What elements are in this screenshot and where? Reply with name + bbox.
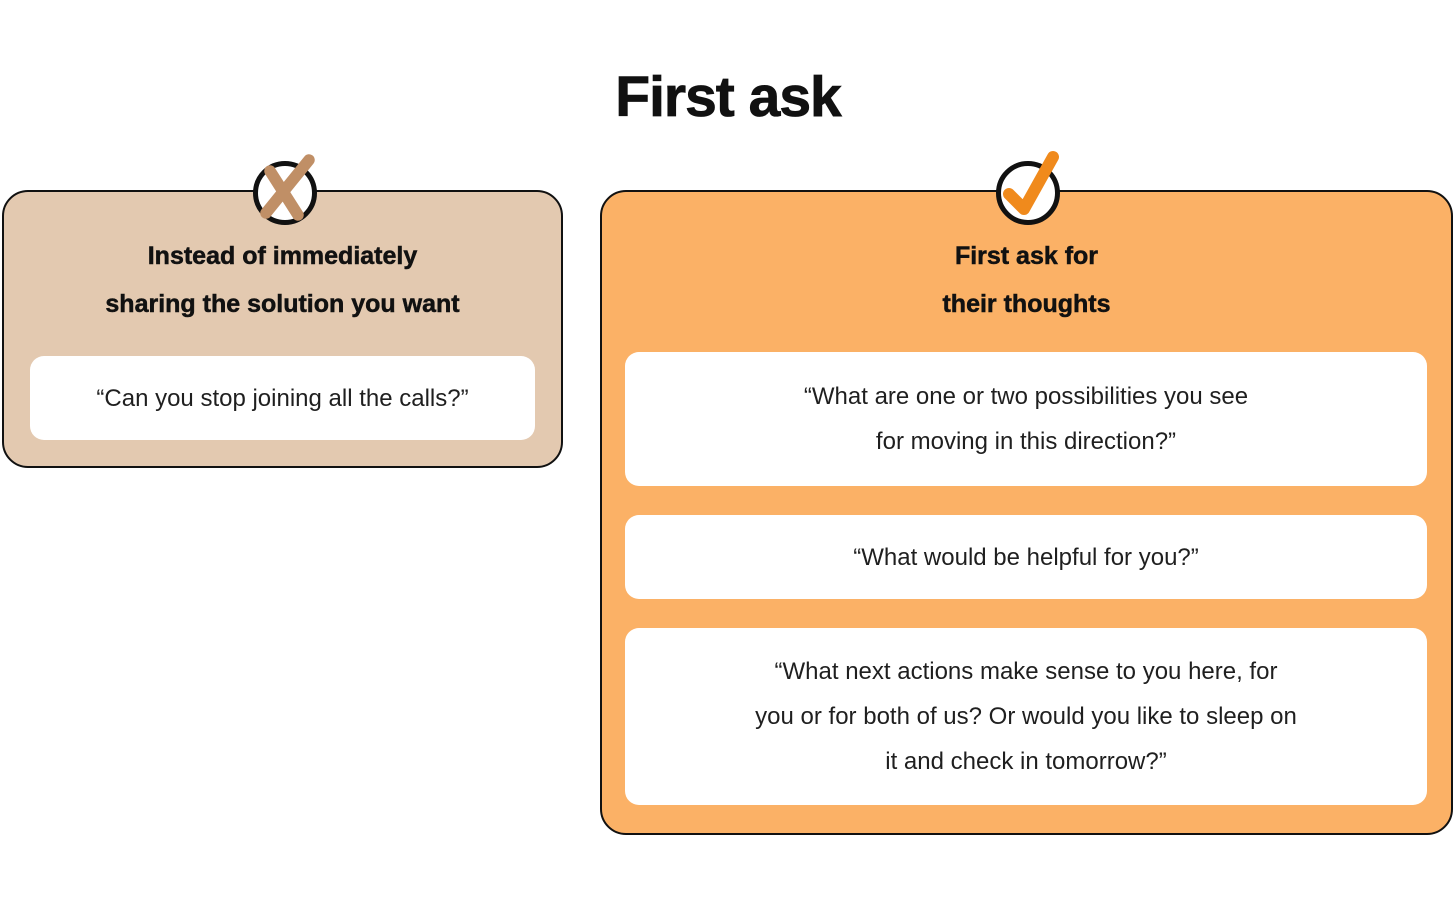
do-quote-box-2: “What would be helpful for you?”	[625, 515, 1427, 599]
do-quote-box-3: “What next actions make sense to you her…	[625, 628, 1427, 805]
dont-heading-line-2: sharing the solution you want	[105, 290, 460, 319]
do-heading-line-2: their thoughts	[942, 290, 1111, 319]
quote-line: for moving in this direction?”	[875, 428, 1177, 455]
do-quote-box-1: “What are one or two possibilities you s…	[625, 352, 1427, 486]
quote-line: it and check in tomorrow?”	[885, 748, 1167, 775]
quote-line: you or for both of us? Or would you like…	[755, 703, 1297, 730]
do-heading-line-1: First ask for	[954, 242, 1099, 271]
quote-line: “What are one or two possibilities you s…	[803, 383, 1249, 410]
quote-line: “Can you stop joining all the calls?”	[96, 384, 469, 412]
dont-card: Instead of immediately sharing the solut…	[2, 190, 563, 468]
do-card: First ask for their thoughts “What are o…	[600, 190, 1453, 835]
quote-line: “What next actions make sense to you her…	[774, 658, 1278, 685]
quote-line: “What would be helpful for you?”	[853, 543, 1199, 571]
dont-card-heading: Instead of immediately sharing the solut…	[4, 232, 561, 328]
page-title: First ask	[615, 65, 842, 130]
dont-heading-line-1: Instead of immediately	[147, 242, 418, 271]
do-card-heading: First ask for their thoughts	[602, 232, 1451, 328]
dont-quote-box: “Can you stop joining all the calls?”	[30, 356, 535, 440]
